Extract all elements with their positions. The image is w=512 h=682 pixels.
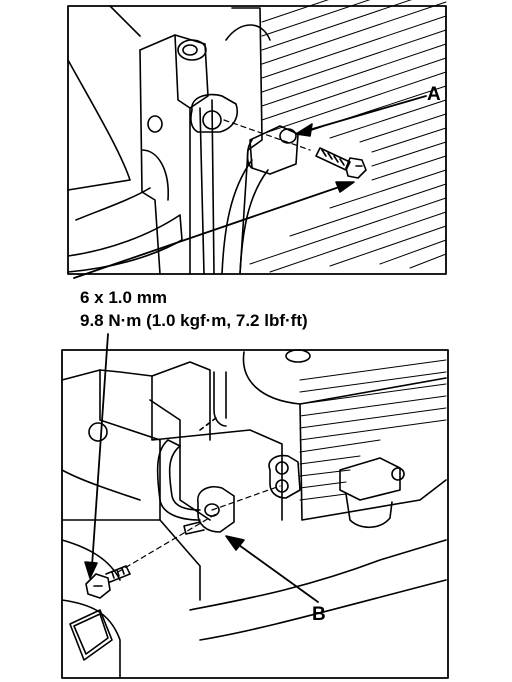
alignment-dash-bottom: [211, 485, 281, 511]
leader-spec-top: [73, 181, 355, 279]
bolt-bottom: [85, 565, 131, 599]
frame-block: [61, 361, 283, 601]
top-view: [67, 0, 447, 275]
alignment-dash-top: [223, 119, 311, 151]
condenser-fins-bottom: [299, 359, 447, 501]
pointer-a: [295, 95, 427, 137]
support-bracket: [139, 34, 215, 275]
bracket-center: [268, 454, 301, 499]
bolt-size-label: 6 x 1.0 mm: [80, 288, 167, 307]
torque-spec-label: 9.8 N·m (1.0 kgf·m, 7.2 lbf·ft): [80, 311, 308, 330]
ac-hose: [156, 371, 227, 521]
condenser-tank: [231, 7, 263, 275]
bolt-top: [315, 147, 367, 179]
condenser-fins: [249, 0, 447, 273]
mount-tab: [190, 93, 238, 133]
fender-outline: [67, 5, 183, 273]
top-view-frame: [67, 5, 447, 275]
bottom-view-frame: [61, 349, 449, 679]
latch-plate: [69, 609, 113, 661]
bracket-right: [339, 457, 405, 501]
fan-hub: [285, 349, 311, 363]
bottom-view: [61, 349, 449, 679]
pointer-b: [225, 535, 319, 603]
leader-spec-bottom: [84, 333, 109, 579]
callout-b-label: B: [312, 604, 326, 625]
ac-line-clamp-a: [221, 125, 299, 275]
callout-a-label: A: [427, 84, 441, 105]
clamp-b: [183, 486, 235, 535]
